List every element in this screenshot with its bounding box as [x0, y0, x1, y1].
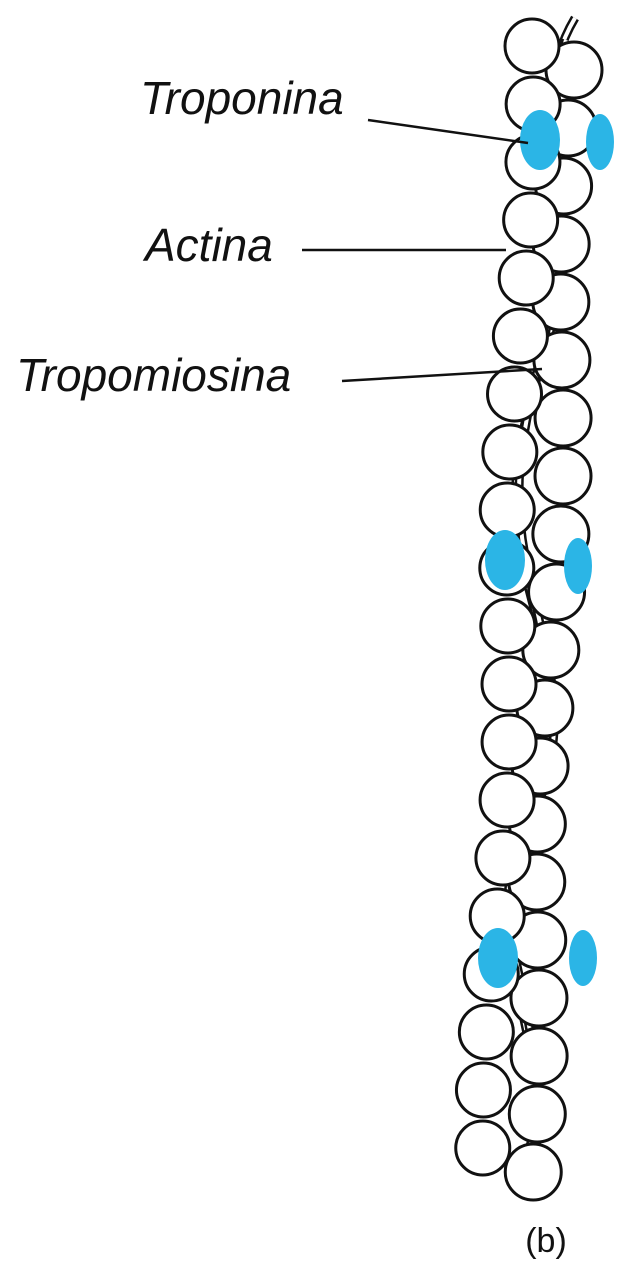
- actin-label: Actina: [142, 219, 273, 271]
- troponin-blob: [564, 538, 592, 594]
- actin-monomer: [480, 773, 534, 827]
- actin-monomer: [505, 19, 559, 73]
- actin-monomer: [509, 1086, 565, 1142]
- troponin-blob: [586, 114, 614, 170]
- actin-monomer: [459, 1005, 513, 1059]
- actin-monomer: [535, 390, 591, 446]
- actin-monomer: [476, 831, 530, 885]
- actin-monomer: [504, 193, 558, 247]
- troponin-label: Troponina: [140, 72, 344, 124]
- actin-monomer: [481, 599, 535, 653]
- actin-monomer: [505, 1144, 561, 1200]
- troponin-blob: [478, 928, 518, 988]
- troponin-blob: [569, 930, 597, 986]
- figure-caption: (b): [525, 1222, 567, 1260]
- actin-monomer: [535, 448, 591, 504]
- actin-monomer: [511, 1028, 567, 1084]
- actin-monomer: [480, 483, 534, 537]
- actin-monomer: [482, 657, 536, 711]
- actin-monomers: [456, 19, 602, 1200]
- actin-monomer: [456, 1121, 510, 1175]
- actin-monomer: [482, 715, 536, 769]
- actin-monomer: [488, 367, 542, 421]
- tropomyosin-label: Tropomiosina: [16, 349, 291, 401]
- actin-monomer: [483, 425, 537, 479]
- troponin-blob: [520, 110, 560, 170]
- actin-monomer: [493, 309, 547, 363]
- actin-monomer: [456, 1063, 510, 1117]
- troponin-leader-line: [368, 120, 528, 143]
- actin-monomer: [499, 251, 553, 305]
- troponin-blob: [485, 530, 525, 590]
